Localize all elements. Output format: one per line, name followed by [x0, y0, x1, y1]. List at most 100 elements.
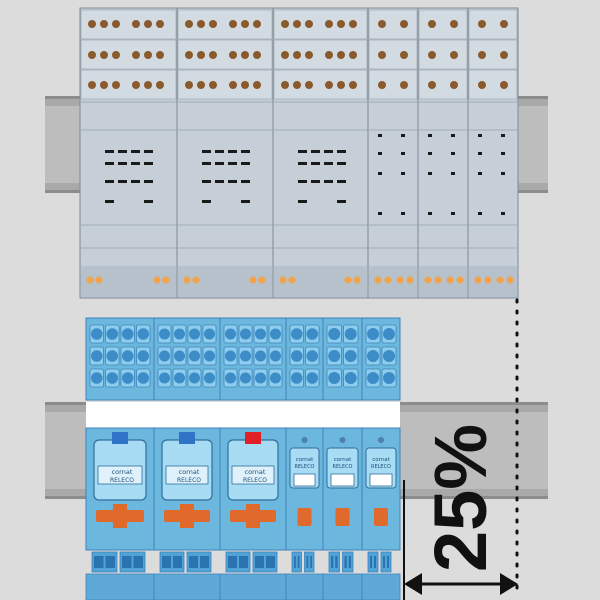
spring-terminal	[122, 372, 134, 384]
brand-logo: cornat	[296, 457, 314, 463]
brand-logo: RELECO	[332, 464, 352, 470]
spring-terminal	[306, 372, 318, 384]
terminal-screw	[241, 51, 249, 59]
release-lever	[335, 508, 350, 526]
bottom-terminal	[304, 551, 315, 573]
status-led	[446, 276, 454, 284]
spring-terminal	[255, 372, 266, 384]
terminal-screw	[281, 20, 289, 28]
test-button	[112, 432, 128, 444]
brand-logo: RELECO	[110, 477, 134, 484]
spring-terminal	[91, 350, 103, 362]
terminal-screw	[241, 81, 249, 89]
spring-terminal	[291, 350, 303, 362]
terminal-screw	[281, 51, 289, 59]
terminal-screw	[450, 81, 458, 89]
terminal-screw	[325, 51, 333, 59]
old-module-row	[79, 7, 519, 299]
status-led	[406, 276, 414, 284]
status-led	[506, 276, 514, 284]
status-led	[192, 276, 200, 284]
spring-terminal	[189, 328, 200, 340]
bottom-terminal	[342, 551, 354, 573]
terminal-screw	[229, 20, 237, 28]
spring-terminal	[328, 328, 341, 340]
spring-terminal	[225, 328, 236, 340]
status-led	[396, 276, 404, 284]
old-module	[272, 7, 369, 299]
terminal-screw	[156, 51, 164, 59]
spring-terminal	[189, 372, 200, 384]
status-led	[344, 276, 352, 284]
status-led	[288, 276, 296, 284]
terminal-screw	[478, 51, 486, 59]
terminal-screw	[349, 81, 357, 89]
status-led	[162, 276, 170, 284]
spring-terminal	[174, 372, 185, 384]
spring-terminal	[383, 328, 395, 340]
spring-terminal	[122, 328, 134, 340]
spring-terminal	[367, 372, 379, 384]
status-led	[374, 276, 382, 284]
terminal-screw	[197, 20, 205, 28]
terminal-screw	[478, 81, 486, 89]
status-led	[474, 276, 482, 284]
terminal-screw	[209, 81, 217, 89]
spring-terminal	[270, 372, 281, 384]
terminal-screw	[500, 51, 508, 59]
terminal-screw	[197, 51, 205, 59]
terminal-screw	[305, 81, 313, 89]
spring-terminal	[383, 350, 395, 362]
terminal-screw	[229, 51, 237, 59]
spring-terminal	[270, 328, 281, 340]
spring-terminal	[174, 328, 185, 340]
spring-terminal	[240, 350, 251, 362]
terminal-screw	[197, 81, 205, 89]
brand-logo: RELECO	[371, 464, 391, 470]
spring-terminal	[240, 328, 251, 340]
spring-terminal	[291, 328, 303, 340]
release-lever	[297, 508, 312, 526]
terminal-screw	[378, 81, 386, 89]
spring-terminal	[91, 372, 103, 384]
terminal-screw	[349, 51, 357, 59]
terminal-screw	[428, 81, 436, 89]
brand-logo: cornat	[179, 468, 200, 476]
bottom-terminal	[291, 551, 302, 573]
spring-terminal	[255, 350, 266, 362]
terminal-screw	[144, 51, 152, 59]
release-lever	[374, 508, 388, 526]
terminal-screw	[337, 20, 345, 28]
width-difference-arrow	[403, 480, 518, 600]
status-led	[484, 276, 492, 284]
status-led	[301, 437, 308, 443]
status-led	[279, 276, 287, 284]
terminal-screw	[88, 81, 96, 89]
spring-terminal	[159, 350, 170, 362]
bottom-terminal	[380, 551, 392, 573]
brand-logo: cornat	[334, 457, 352, 463]
terminal-screw	[100, 81, 108, 89]
terminal-screw	[112, 20, 120, 28]
terminal-screw	[100, 20, 108, 28]
old-module	[79, 7, 178, 299]
status-led	[378, 437, 384, 443]
spring-terminal	[189, 350, 200, 362]
terminal-screw	[209, 51, 217, 59]
spring-terminal	[137, 372, 149, 384]
brand-logo: RELECO	[294, 464, 314, 470]
bottom-terminal	[367, 551, 379, 573]
old-module	[176, 7, 274, 299]
terminal-screw	[132, 51, 140, 59]
terminal-screw	[325, 20, 333, 28]
brand-logo: RELECO	[177, 477, 201, 484]
terminal-screw	[400, 20, 408, 28]
terminal-screw	[400, 81, 408, 89]
terminal-screw	[400, 51, 408, 59]
terminal-screw	[209, 20, 217, 28]
old-module	[417, 7, 469, 299]
terminal-screw	[378, 20, 386, 28]
